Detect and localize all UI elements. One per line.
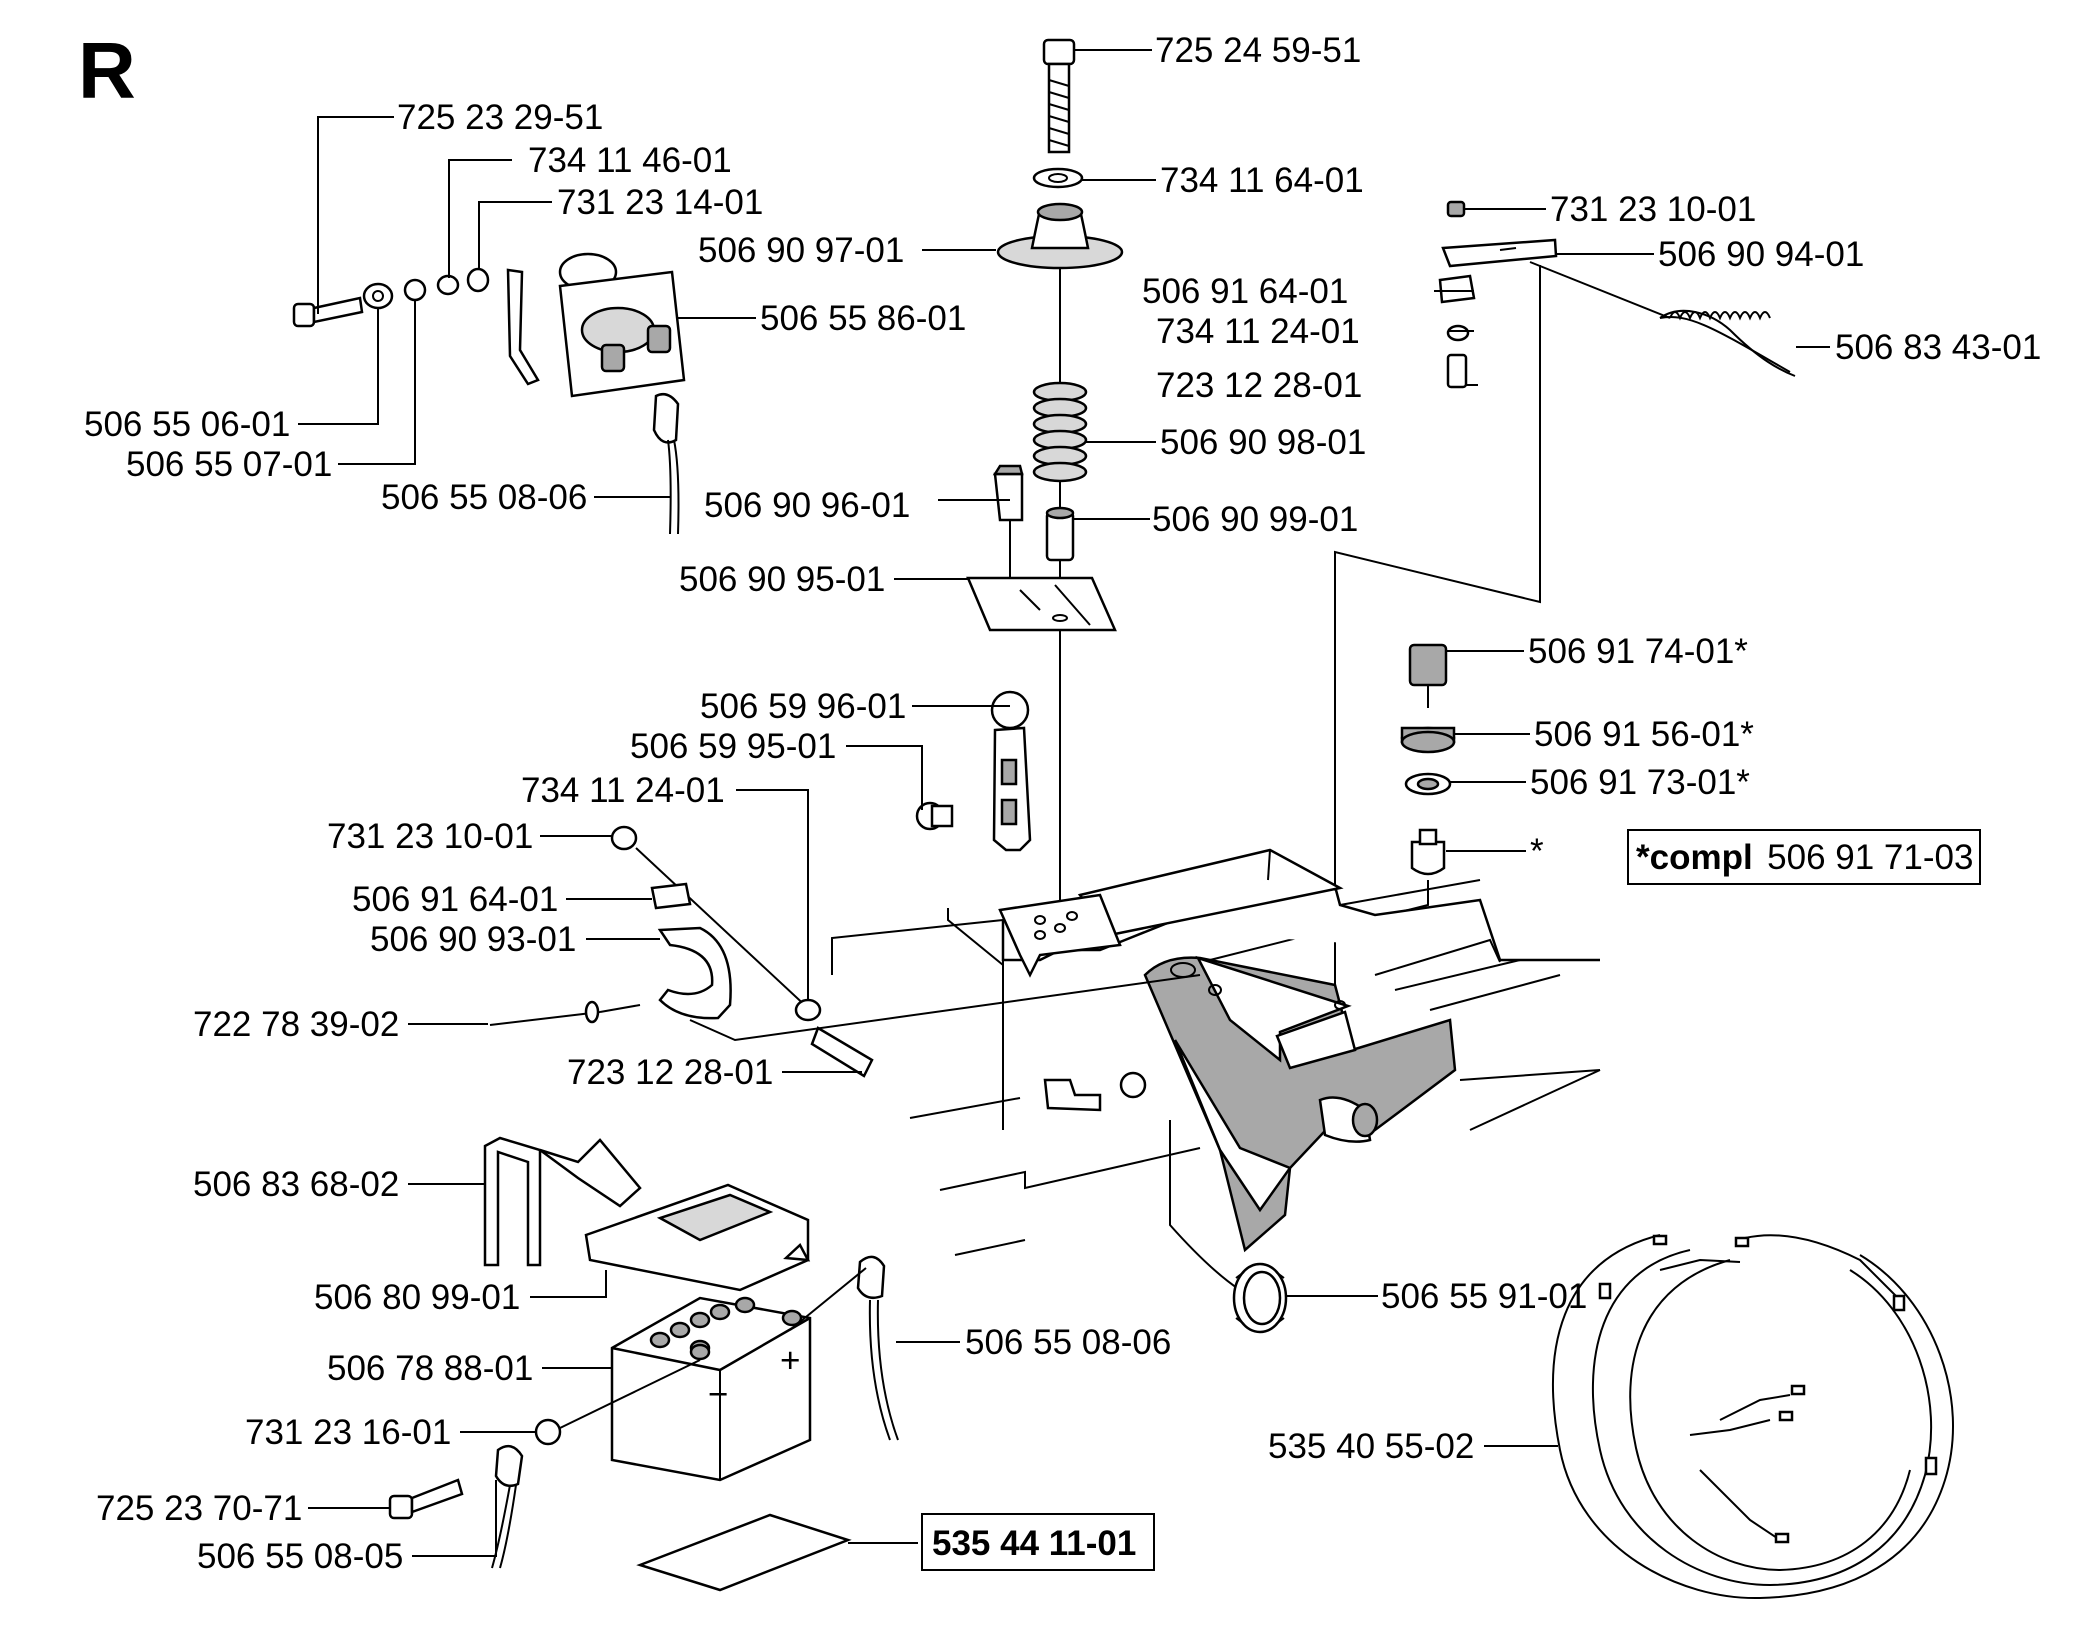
bolt-725-23-70 — [388, 1494, 414, 1520]
wiring-harness — [1552, 1234, 1954, 1600]
switch-body — [1410, 840, 1446, 876]
switch-cluster — [489, 825, 1201, 1078]
label-506-91-73-01: 506 91 73-01* — [1530, 763, 1750, 802]
label-506-91-64-01b: 506 91 64-01 — [352, 880, 558, 919]
label-731-23-10-01b: 731 23 10-01 — [327, 817, 533, 856]
switch-506-91-64 — [1438, 274, 1476, 304]
lever-assembly — [1334, 200, 1796, 1000]
label-506-90-94-01: 506 90 94-01 — [1658, 235, 1864, 274]
battery-assembly: − + — [388, 1136, 899, 1592]
ignition-switch-assembly — [1209, 643, 1456, 961]
label-725-24-59-51: 725 24 59-51 — [1155, 31, 1361, 70]
plate-part — [966, 576, 1117, 632]
part-labels: 725 24 59-51 725 23 29-51 734 11 46-01 7… — [84, 31, 2041, 1576]
label-506-55-08-05: 506 55 08-05 — [197, 1537, 403, 1576]
screw-part — [292, 296, 364, 328]
label-506-55-06-01: 506 55 06-01 — [84, 405, 290, 444]
label-734-11-64-01: 734 11 64-01 — [1160, 161, 1364, 200]
solenoid-bracket — [506, 268, 540, 386]
label-506-83-43-01: 506 83 43-01 — [1835, 328, 2041, 367]
compl-box: *compl 506 91 71-03 — [1627, 829, 1981, 885]
spacer-506-55-06 — [362, 282, 394, 310]
nut-731-23-10 — [1446, 200, 1466, 218]
hold-down-bracket — [483, 1136, 542, 1267]
label-731-23-14-01: 731 23 14-01 — [557, 183, 763, 222]
nut-731-23-16 — [534, 1418, 562, 1446]
label-725-23-70-71: 725 23 70-71 — [96, 1489, 302, 1528]
label-506-91-64-01: 506 91 64-01 — [1142, 272, 1348, 311]
label-723-12-28-01b: 723 12 28-01 — [567, 1053, 773, 1092]
label-506-90-99-01: 506 90 99-01 — [1152, 500, 1358, 539]
lug-506-55-08-06 — [856, 1255, 886, 1299]
knob-506-59-96 — [990, 690, 1030, 730]
label-734-11-24-01: 734 11 24-01 — [1156, 312, 1360, 351]
arm-506-90-94 — [1441, 238, 1558, 268]
label-506-59-96-01: 506 59 96-01 — [700, 687, 906, 726]
dome-part — [996, 202, 1124, 270]
ring-506-55-91 — [1232, 1262, 1288, 1334]
screw-723-12-28b — [810, 1026, 874, 1078]
label-725-23-29-51: 725 23 29-51 — [397, 98, 603, 137]
label-731-23-10-01: 731 23 10-01 — [1550, 190, 1756, 229]
label-535-40-55-02: 535 40 55-02 — [1268, 1427, 1474, 1466]
svg-text:*compl 506 91 71-03: *compl 506 91 71-03 — [1636, 838, 1973, 877]
label-506-90-97-01: 506 90 97-01 — [698, 231, 904, 270]
harness-connector — [1652, 1234, 1668, 1246]
compl-number: 506 91 71-03 — [1767, 838, 1973, 877]
manual-box-number: 535 44 11-01 — [932, 1524, 1136, 1563]
label-506-55-08-06b: 506 55 08-06 — [965, 1323, 1171, 1362]
nut-731-23-10b — [610, 825, 638, 851]
nut-731-23-14 — [466, 267, 490, 293]
leader-lines — [298, 49, 1830, 1557]
gear-knob — [915, 690, 1032, 852]
label-506-90-98-01: 506 90 98-01 — [1160, 423, 1366, 462]
label-722-78-39-02: 722 78 39-02 — [193, 1005, 399, 1044]
label-734-11-46-01: 734 11 46-01 — [528, 141, 732, 180]
label-506-78-88-01: 506 78 88-01 — [327, 1349, 533, 1388]
solenoid-body — [558, 252, 686, 398]
label-506-91-56-01: 506 91 56-01* — [1534, 715, 1754, 754]
label-506-59-95-01: 506 59 95-01 — [630, 727, 836, 766]
battery-plus-sign: + — [780, 1341, 800, 1380]
compl-prefix: *compl — [1636, 838, 1753, 877]
label-asterisk: * — [1530, 832, 1544, 871]
washer-734-11-46 — [436, 274, 460, 296]
clamp-506-90-93 — [657, 926, 732, 1020]
label-506-55-86-01: 506 55 86-01 — [760, 299, 966, 338]
label-506-55-08-06: 506 55 08-06 — [381, 478, 587, 517]
label-734-11-24-01b: 734 11 24-01 — [521, 771, 725, 810]
washer-part — [1032, 167, 1084, 189]
screw-723-12-28 — [1446, 353, 1468, 389]
key-506-91-74 — [1408, 643, 1448, 687]
cable-lug — [652, 393, 680, 444]
clip-part — [992, 464, 1024, 580]
label-506-90-95-01: 506 90 95-01 — [679, 560, 885, 599]
bolt-part — [1042, 38, 1076, 154]
label-506-55-91-01: 506 55 91-01 — [1381, 1277, 1587, 1316]
section-letter: R — [78, 26, 136, 115]
manual-sheet — [636, 1513, 852, 1592]
battery: − + — [610, 1296, 812, 1482]
label-506-90-96-01: 506 90 96-01 — [704, 486, 910, 525]
central-shaft-assembly — [966, 38, 1124, 940]
lug-506-55-08-05 — [494, 1444, 524, 1487]
spring-part — [1032, 381, 1088, 483]
label-506-55-07-01: 506 55 07-01 — [126, 445, 332, 484]
spacer-506-55-07 — [403, 278, 427, 302]
battery-minus-sign: − — [708, 1375, 728, 1414]
solenoid-assembly — [292, 252, 686, 535]
switch-506-91-64b — [650, 882, 692, 910]
label-506-83-68-02: 506 83 68-02 — [193, 1165, 399, 1204]
label-723-12-28-01: 723 12 28-01 — [1156, 366, 1362, 405]
label-506-90-93-01: 506 90 93-01 — [370, 920, 576, 959]
label-506-80-99-01: 506 80 99-01 — [314, 1278, 520, 1317]
frame — [831, 848, 1601, 1291]
manual-box: 535 44 11-01 — [921, 1513, 1155, 1571]
label-506-91-74-01: 506 91 74-01* — [1528, 632, 1748, 671]
label-731-23-16-01: 731 23 16-01 — [245, 1413, 451, 1452]
